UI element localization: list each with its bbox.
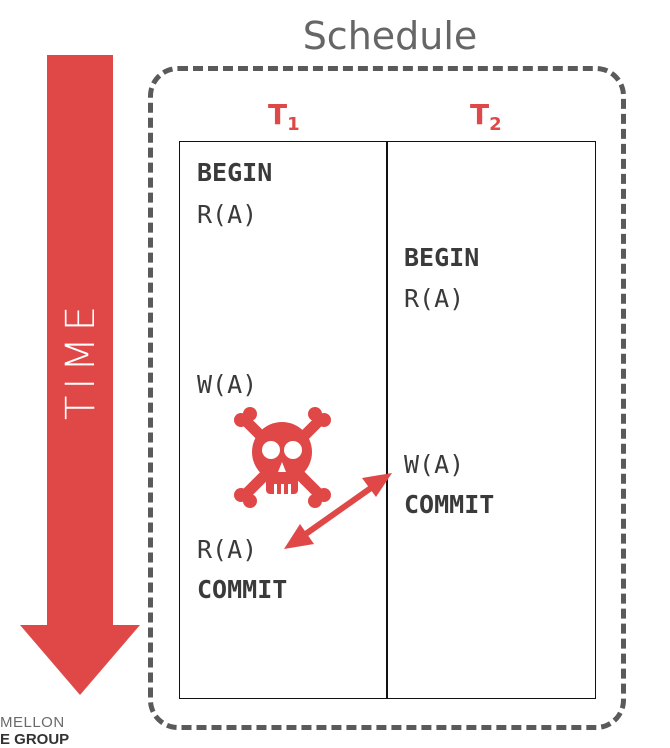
t2-write-op: W(A) [404,450,465,479]
t1-read-op: R(A) [197,200,258,229]
txn-subscript: 2 [489,114,502,135]
t1-write-op: W(A) [197,370,258,399]
txn-name: T [268,98,288,131]
time-axis-label: TIME [58,299,104,421]
schedule-frame [148,66,626,730]
txn-subscript: 1 [287,114,300,135]
t2-commit-op: COMMIT [404,490,495,519]
footer-logo-line2: E GROUP [0,731,70,748]
t1-commit-op: COMMIT [197,575,288,604]
txn-header-t2: T2 [470,98,502,135]
schedule-title: Schedule [302,14,478,58]
t2-begin-op: BEGIN [404,243,480,272]
t1-begin-op: BEGIN [197,158,273,187]
txn-header-t1: T1 [268,98,300,135]
txn-name: T [470,98,490,131]
column-divider [386,141,388,699]
footer-logo-line1: MELLON [0,714,65,731]
schedule-table [179,141,596,699]
t2-read-op: R(A) [404,284,465,313]
t1-read-op-2: R(A) [197,535,258,564]
time-arrow [20,55,140,695]
